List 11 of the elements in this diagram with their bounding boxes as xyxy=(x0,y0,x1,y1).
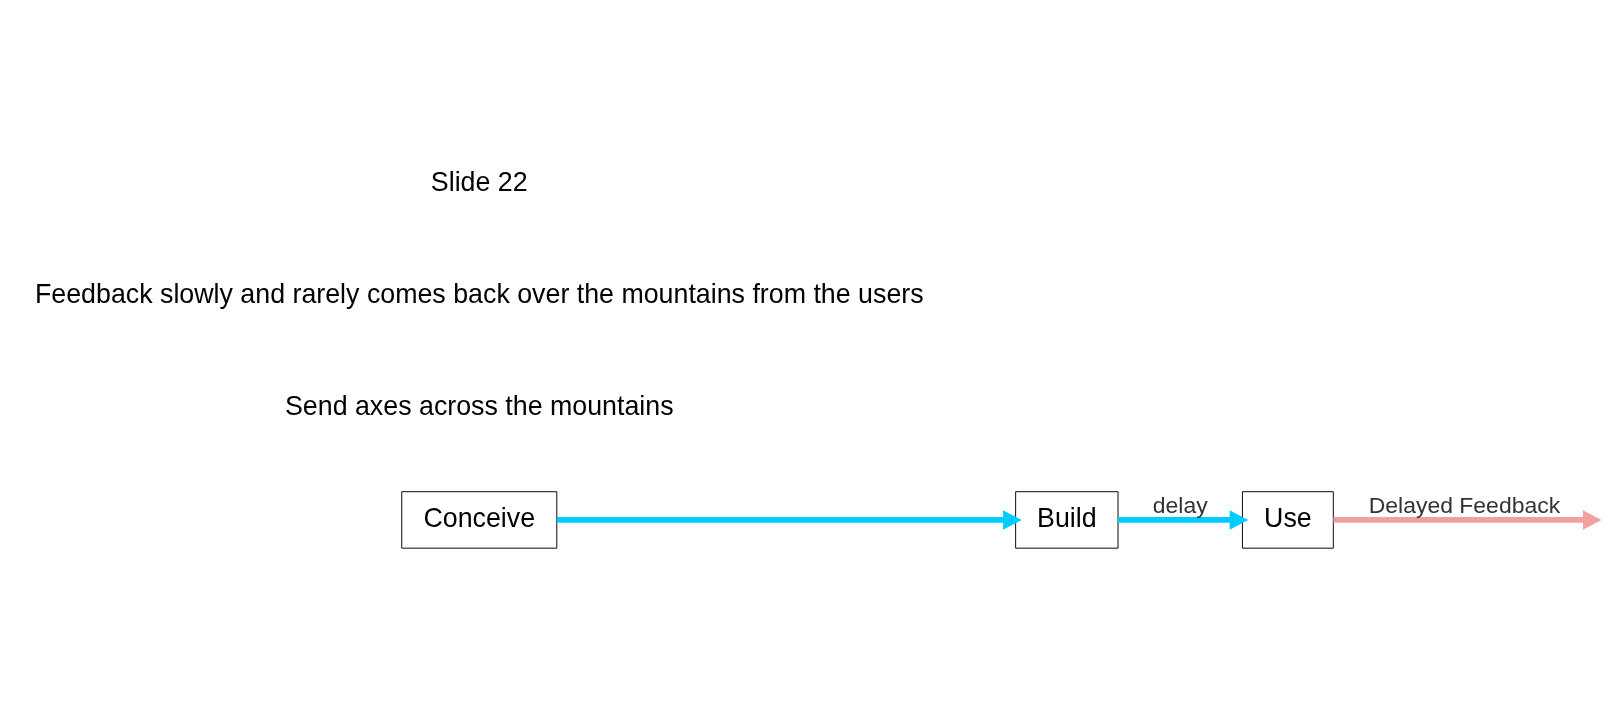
arrow xyxy=(556,510,1022,530)
edge-label: delay xyxy=(1152,492,1208,519)
node-box: Use xyxy=(1241,491,1334,549)
edge-label: Delayed Feedback xyxy=(1368,492,1561,519)
label: Feedback slowly and rarely comes back over the mountains from the users xyxy=(34,278,924,309)
node-box: Conceive xyxy=(401,491,558,549)
label: Send axes across the mountains xyxy=(284,390,674,421)
arrow xyxy=(1118,510,1249,530)
node-box: Build xyxy=(1015,491,1119,549)
arrow xyxy=(1333,510,1601,530)
label: Slide 22 xyxy=(430,166,528,197)
